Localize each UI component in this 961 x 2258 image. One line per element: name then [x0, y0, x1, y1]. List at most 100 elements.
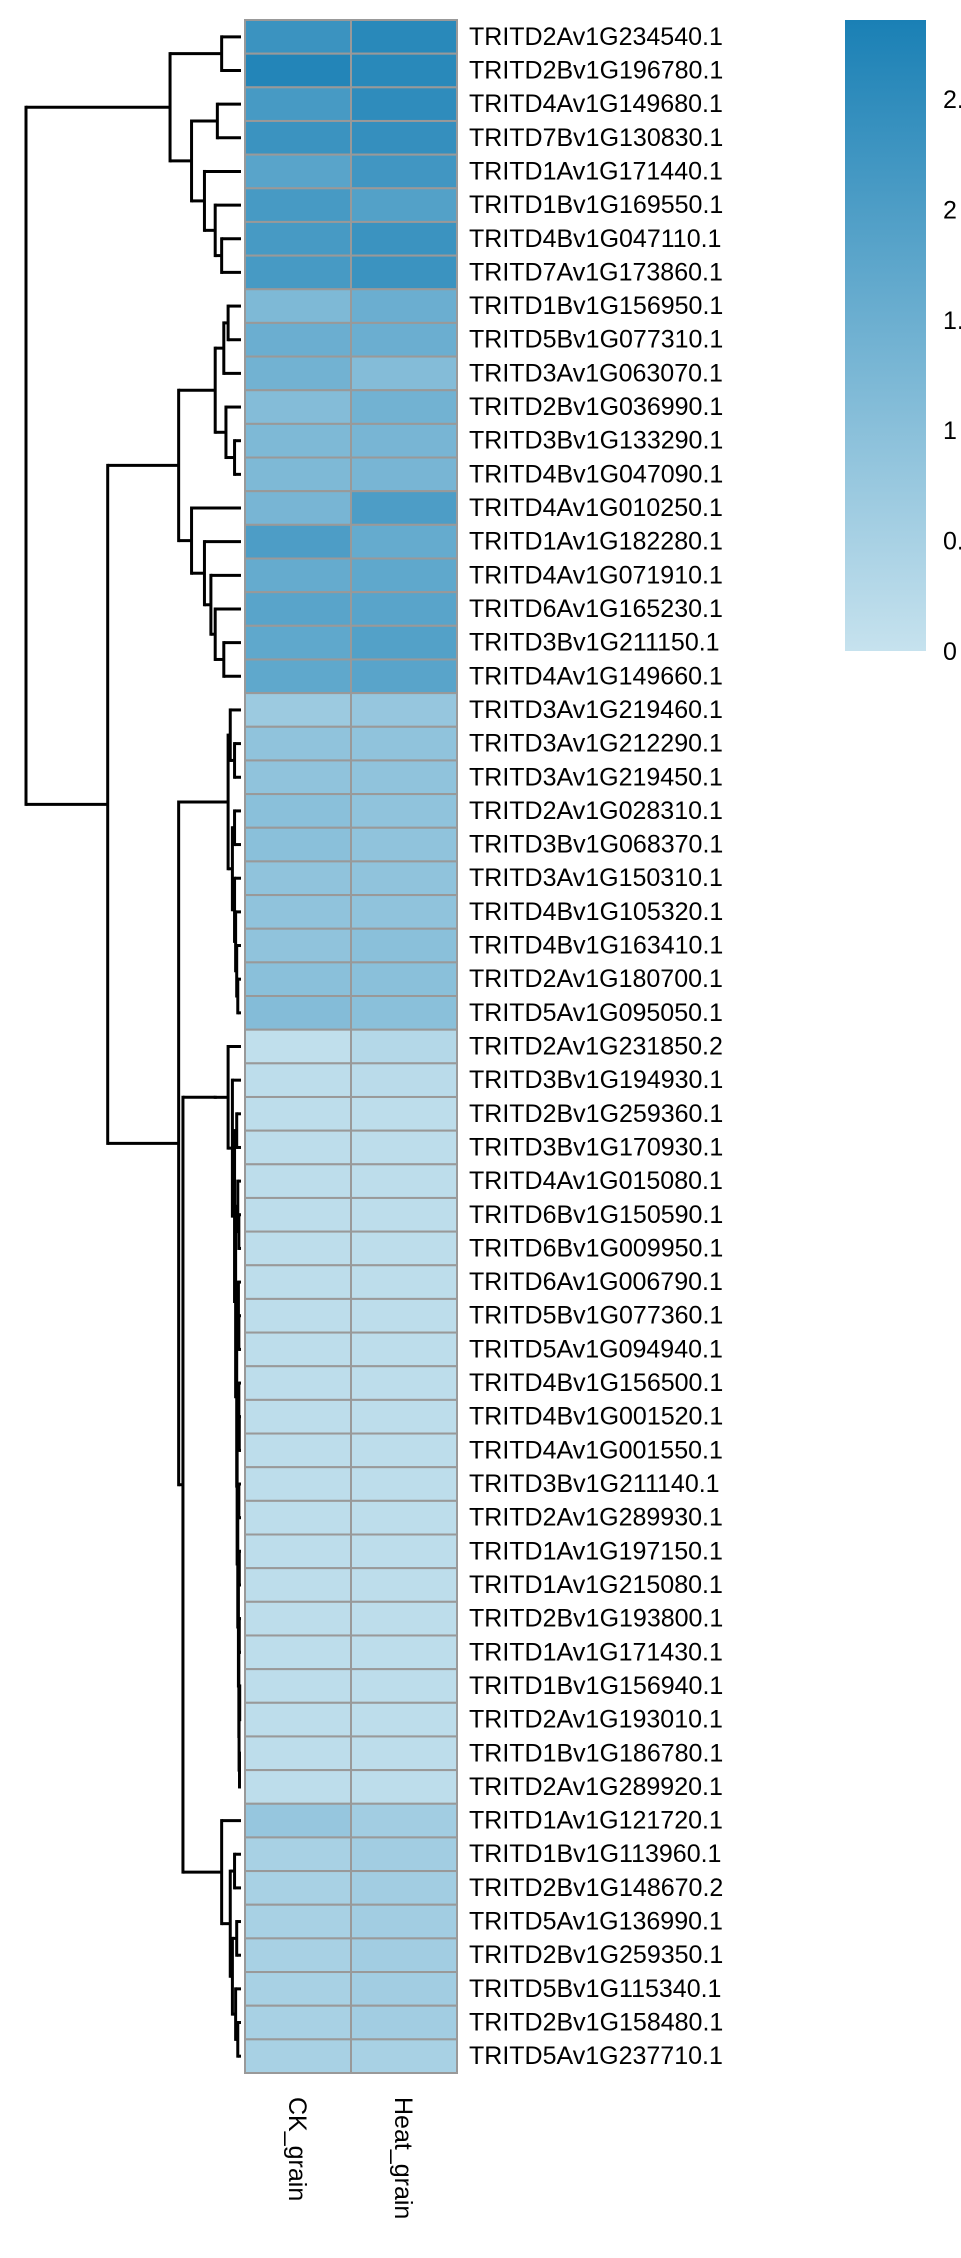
heatmap-cell	[244, 725, 352, 762]
heatmap-cell	[350, 490, 458, 526]
heatmap-cell	[350, 52, 458, 89]
heatmap-cell	[350, 591, 458, 627]
heatmap-cell	[350, 793, 458, 829]
heatmap-cell	[244, 1432, 352, 1469]
row-label: TRITD2Bv1G036990.1	[469, 393, 723, 421]
row-label: TRITD7Bv1G130830.1	[469, 124, 723, 152]
heatmap-cell	[244, 1802, 352, 1839]
row-label: TRITD4Bv1G001520.1	[469, 1403, 723, 1431]
heatmap-cell	[244, 1365, 352, 1401]
heatmap-cell	[350, 220, 458, 257]
legend-tick-label: 0	[943, 638, 957, 666]
heatmap-cell	[244, 1264, 352, 1300]
heatmap-cell	[244, 1028, 352, 1065]
heatmap-cell	[244, 1735, 352, 1772]
heatmap-cell	[350, 1398, 458, 1435]
row-label: TRITD2Av1G289920.1	[469, 1773, 723, 1801]
heatmap-cell	[350, 254, 458, 291]
row-label: TRITD3Bv1G133290.1	[469, 427, 723, 455]
row-label: TRITD4Av1G149660.1	[469, 662, 723, 690]
row-label: TRITD1Av1G171430.1	[469, 1638, 723, 1666]
row-label: TRITD4Av1G149680.1	[469, 90, 723, 118]
row-label: TRITD4Av1G015080.1	[469, 1167, 723, 1195]
heatmap-cell	[244, 826, 352, 863]
heatmap-cell	[244, 1769, 352, 1805]
heatmap-cell	[244, 1903, 352, 1940]
heatmap-cell	[244, 19, 352, 55]
row-label: TRITD3Av1G219460.1	[469, 696, 723, 724]
row-label: TRITD4Av1G010250.1	[469, 494, 723, 522]
heatmap-cell	[350, 2004, 458, 2041]
heatmap-cell	[350, 1196, 458, 1233]
heatmap-cell	[244, 860, 352, 897]
heatmap-cell	[244, 1600, 352, 1637]
row-label: TRITD4Bv1G047110.1	[469, 225, 721, 253]
row-label: TRITD7Av1G173860.1	[469, 258, 723, 286]
row-label: TRITD2Av1G193010.1	[469, 1706, 723, 1734]
heatmap-cell	[244, 288, 352, 324]
row-label: TRITD2Av1G028310.1	[469, 797, 723, 825]
heatmap-cell	[350, 1499, 458, 1536]
heatmap-cell	[244, 894, 352, 930]
heatmap-cell	[350, 1836, 458, 1873]
heatmap-cell	[244, 557, 352, 594]
heatmap-cell	[350, 624, 458, 661]
heatmap-cell	[244, 119, 352, 156]
heatmap-cell	[350, 1802, 458, 1839]
column-label: Heat_grain	[389, 2097, 417, 2219]
heatmap-cell	[350, 1365, 458, 1401]
heatmap-cell	[350, 1095, 458, 1132]
heatmap-cell	[350, 1533, 458, 1570]
row-label: TRITD2Av1G234540.1	[469, 23, 723, 51]
heatmap-cell	[350, 187, 458, 223]
row-label: TRITD5Av1G237710.1	[469, 2042, 723, 2070]
heatmap-cell	[350, 1701, 458, 1738]
heatmap-cell	[244, 254, 352, 291]
heatmap-cell	[350, 1937, 458, 1974]
row-label: TRITD3Av1G212290.1	[469, 730, 723, 758]
heatmap-cell	[244, 1567, 352, 1603]
heatmap-cell	[244, 86, 352, 122]
heatmap-cell	[350, 2038, 458, 2074]
heatmap-cell	[244, 692, 352, 728]
heatmap-cell	[350, 1634, 458, 1671]
heatmap-cell	[244, 220, 352, 257]
heatmap-cell	[350, 961, 458, 998]
row-label: TRITD3Bv1G170930.1	[469, 1133, 723, 1161]
heatmap-cell	[350, 1567, 458, 1603]
heatmap-cell	[244, 1095, 352, 1132]
heatmap-cell	[350, 119, 458, 156]
heatmap-cell	[350, 422, 458, 459]
heatmap-cell	[244, 961, 352, 998]
row-label: TRITD4Av1G071910.1	[469, 561, 723, 589]
heatmap-cell	[350, 1668, 458, 1704]
row-label: TRITD2Bv1G259360.1	[469, 1100, 723, 1128]
row-label: TRITD3Av1G219450.1	[469, 763, 723, 791]
legend-color-bar	[845, 20, 926, 651]
legend-tick-label: 2.5	[943, 86, 961, 114]
heatmap-cell	[350, 288, 458, 324]
heatmap-cell	[244, 1196, 352, 1233]
row-label: TRITD1Bv1G186780.1	[469, 1739, 723, 1767]
heatmap-cell	[350, 1230, 458, 1267]
heatmap-cell	[244, 1870, 352, 1906]
heatmap-cell	[350, 523, 458, 560]
heatmap-cell	[350, 1028, 458, 1065]
row-label: TRITD5Bv1G077310.1	[469, 326, 723, 354]
heatmap-cell	[350, 1870, 458, 1906]
heatmap-cell	[244, 1971, 352, 2007]
row-label: TRITD2Bv1G148670.2	[469, 1874, 723, 1902]
row-label: TRITD2Av1G289930.1	[469, 1504, 723, 1532]
heatmap-cell	[350, 658, 458, 695]
heatmap-cell	[350, 1600, 458, 1637]
heatmap-cell	[350, 1129, 458, 1166]
heatmap-cell	[350, 995, 458, 1031]
row-label: TRITD2Bv1G193800.1	[469, 1605, 723, 1633]
heatmap-cell	[244, 1701, 352, 1738]
row-label: TRITD2Av1G180700.1	[469, 965, 723, 993]
row-label: TRITD4Bv1G105320.1	[469, 898, 723, 926]
row-label: TRITD5Bv1G077360.1	[469, 1302, 723, 1330]
heatmap-cell	[350, 1163, 458, 1199]
heatmap-cell	[350, 759, 458, 796]
